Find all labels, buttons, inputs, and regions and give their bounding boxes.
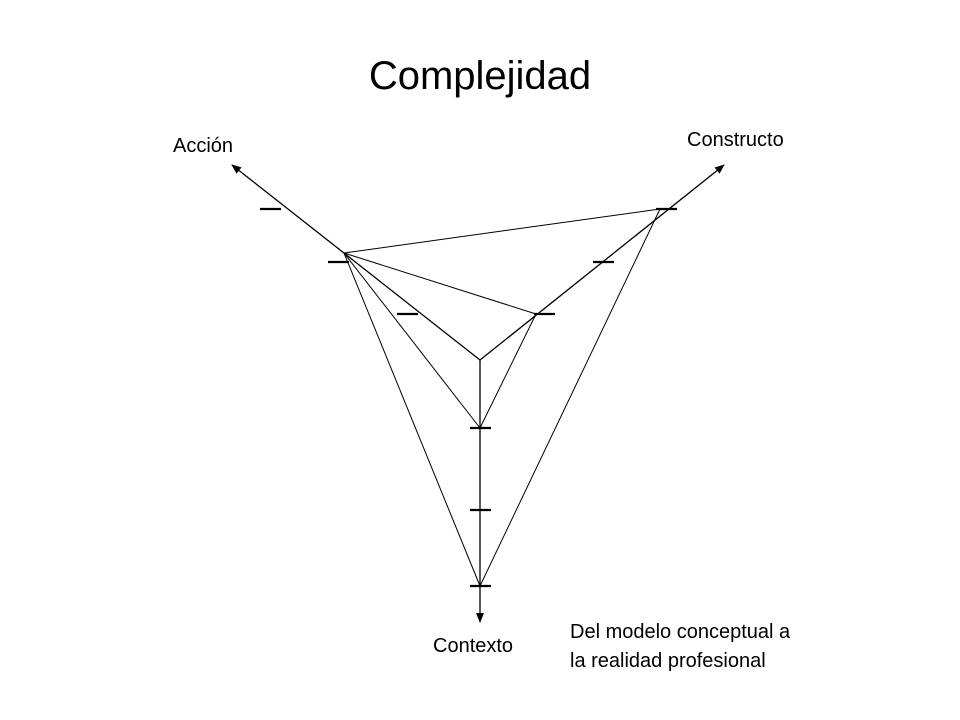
axis-label-accion: Acción	[173, 135, 234, 157]
connection-lines	[343, 208, 661, 587]
caption-line-1: Del modelo conceptual a	[570, 621, 791, 643]
link-constructo-contexto-inner	[479, 313, 537, 429]
caption-line-2: la realidad profesional	[570, 650, 766, 672]
link-accion-contexto-outer	[343, 252, 481, 587]
diagram-title: Complejidad	[368, 54, 592, 98]
axis-label-contexto: Contexto	[433, 635, 514, 657]
caption: Del modelo conceptual a la realidad prof…	[570, 618, 790, 676]
link-constructo-contexto-outer	[479, 208, 661, 587]
link-accion-constructo-outer	[343, 208, 661, 254]
axis-label-constructo: Constructo	[687, 129, 784, 151]
link-accion-contexto-inner	[343, 252, 481, 429]
axis-accion	[231, 164, 481, 361]
tick-marks	[260, 207, 677, 588]
axes	[231, 164, 725, 623]
link-accion-constructo-inner	[343, 252, 537, 315]
